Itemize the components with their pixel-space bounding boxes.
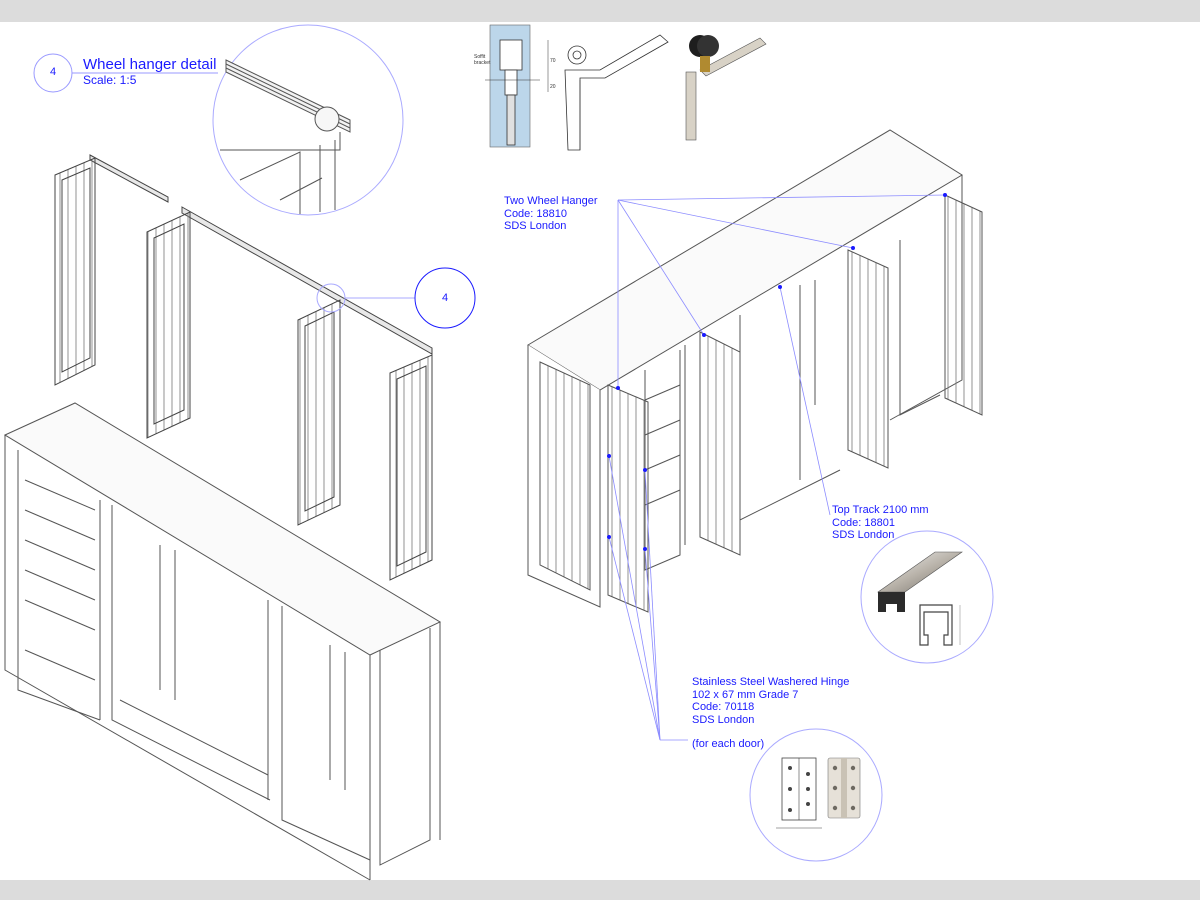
dim-70: 70 <box>550 58 556 64</box>
hinge-code: Code: 70118 <box>692 701 755 713</box>
hanger-supplier: SDS London <box>504 220 567 232</box>
leader-lines <box>608 194 946 741</box>
cabinet-carcass <box>3 402 442 881</box>
top-band <box>0 0 1200 22</box>
track-supplier: SDS London <box>832 529 895 541</box>
detail-scale: Scale: 1:5 <box>83 73 137 87</box>
detail-callout <box>316 267 476 329</box>
assembled-cabinet <box>527 129 983 613</box>
wheel-hanger-zoom-circle <box>212 24 404 216</box>
hinge-annotation: Stainless Steel Washered Hinge 102 x 67 … <box>692 676 849 726</box>
hinge-size: 102 x 67 mm Grade 7 <box>692 688 799 701</box>
hinge-detail <box>749 728 883 862</box>
track-code: Code: 18801 <box>832 516 895 529</box>
detail-number: 4 <box>49 66 57 78</box>
hanger-annotation: Two Wheel Hanger Code: 18810 SDS London <box>504 195 598 233</box>
hanger-name: Two Wheel Hanger <box>504 195 598 207</box>
bracket-label: bracket <box>474 60 491 66</box>
dim-20: 20 <box>550 84 556 90</box>
callout-number: 4 <box>441 292 449 304</box>
top-track-detail <box>860 530 994 664</box>
hinge-supplier: SDS London <box>692 713 755 726</box>
hinge-note: (for each door) <box>692 738 765 750</box>
hanger-section-drawing: Soffit bracket 70 20 <box>474 24 556 148</box>
hanger-bracket-drawing <box>564 34 669 151</box>
detail-title: Wheel hanger detail <box>83 56 217 73</box>
leader-dots <box>607 193 947 551</box>
detail-bubble <box>33 53 218 93</box>
hanger-photo-render <box>685 35 767 141</box>
track-annotation: Top Track 2100 mm Code: 18801 SDS London <box>832 504 929 542</box>
hanger-code: Code: 18810 <box>504 207 567 220</box>
hinge-name: Stainless Steel Washered Hinge <box>692 676 850 688</box>
bottom-band <box>0 880 1200 900</box>
track-name: Top Track 2100 mm <box>832 504 929 516</box>
soffit-label: Soffit <box>474 54 486 60</box>
exploded-doors-and-track <box>54 154 433 581</box>
detail-title-block: Wheel hanger detail Scale: 1:5 <box>83 56 217 88</box>
